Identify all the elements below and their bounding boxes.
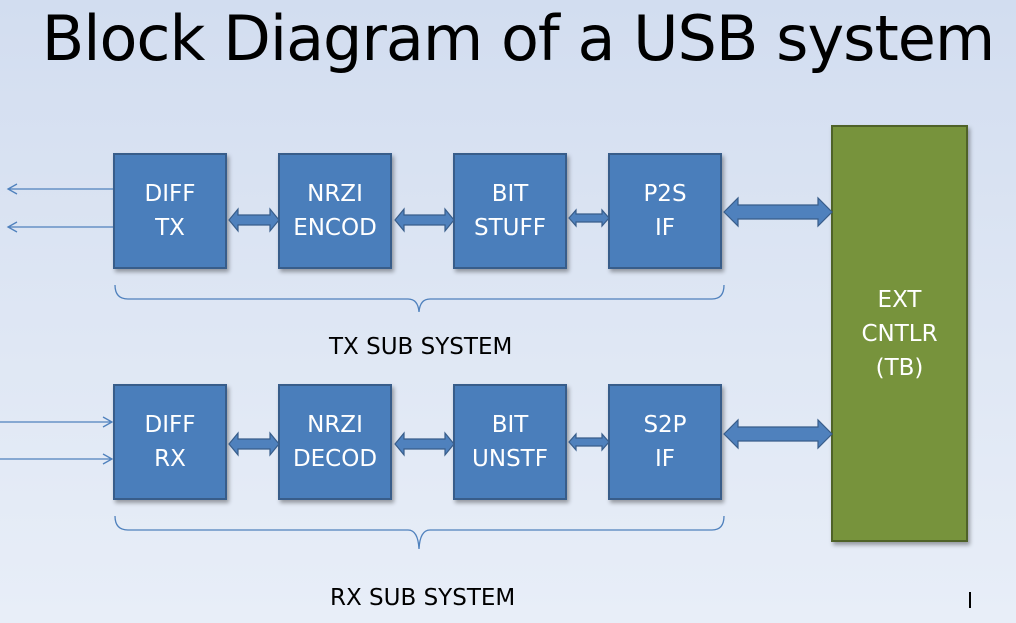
double-arrow	[228, 431, 280, 457]
ext-label-line3: (TB)	[875, 354, 924, 381]
double-arrow	[228, 207, 280, 233]
block-label-line1: BIT	[491, 412, 529, 438]
text-cursor	[969, 592, 971, 608]
block-label-line2: DECOD	[292, 446, 378, 472]
block-label-line1: NRZI	[307, 181, 363, 207]
nrzi-encod-block: NRZI ENCOD	[278, 153, 392, 269]
arrow-head-icon	[102, 453, 114, 465]
ext-label-line2: CNTLR	[861, 320, 938, 347]
p2s-if-block: P2S IF	[608, 153, 722, 269]
double-arrow	[723, 196, 833, 228]
block-label-line1: S2P	[643, 412, 687, 438]
diff-tx-block: DIFF TX	[113, 153, 227, 269]
double-arrow	[568, 208, 610, 228]
block-label-line1: DIFF	[144, 181, 196, 207]
page-title: Block Diagram of a USB system	[41, 2, 996, 75]
block-label-line1: DIFF	[144, 412, 196, 438]
block-label-line2: STUFF	[474, 215, 546, 241]
rx-subsystem-label: RX SUB SYSTEM	[330, 585, 516, 611]
block-label-line2: UNSTF	[472, 446, 548, 472]
block-label-line2: TX	[155, 215, 185, 241]
nrzi-decod-block: NRZI DECOD	[278, 384, 392, 500]
double-arrow	[394, 207, 455, 233]
bit-stuff-block: BIT STUFF	[453, 153, 567, 269]
s2p-if-block: S2P IF	[608, 384, 722, 500]
arrow-head-icon	[6, 183, 18, 195]
rx-brace	[114, 515, 725, 550]
block-label-line2: RX	[154, 446, 186, 472]
ext-label-line1: EXT	[877, 286, 922, 313]
bit-unstf-block: BIT UNSTF	[453, 384, 567, 500]
block-label-line1: NRZI	[307, 412, 363, 438]
arrow-head-icon	[102, 416, 114, 428]
double-arrow	[568, 432, 610, 452]
tx-subsystem-label: TX SUB SYSTEM	[329, 334, 513, 360]
ext-controller-block: EXT CNTLR (TB)	[831, 125, 968, 542]
double-arrow	[723, 418, 833, 450]
block-label-line1: P2S	[643, 181, 687, 207]
diff-rx-block: DIFF RX	[113, 384, 227, 500]
block-label-line2: IF	[654, 446, 675, 472]
tx-brace	[114, 284, 725, 313]
block-label-line1: BIT	[491, 181, 529, 207]
arrow-head-icon	[6, 221, 18, 233]
block-label-line2: IF	[654, 215, 675, 241]
double-arrow	[394, 431, 455, 457]
block-label-line2: ENCOD	[293, 215, 377, 241]
